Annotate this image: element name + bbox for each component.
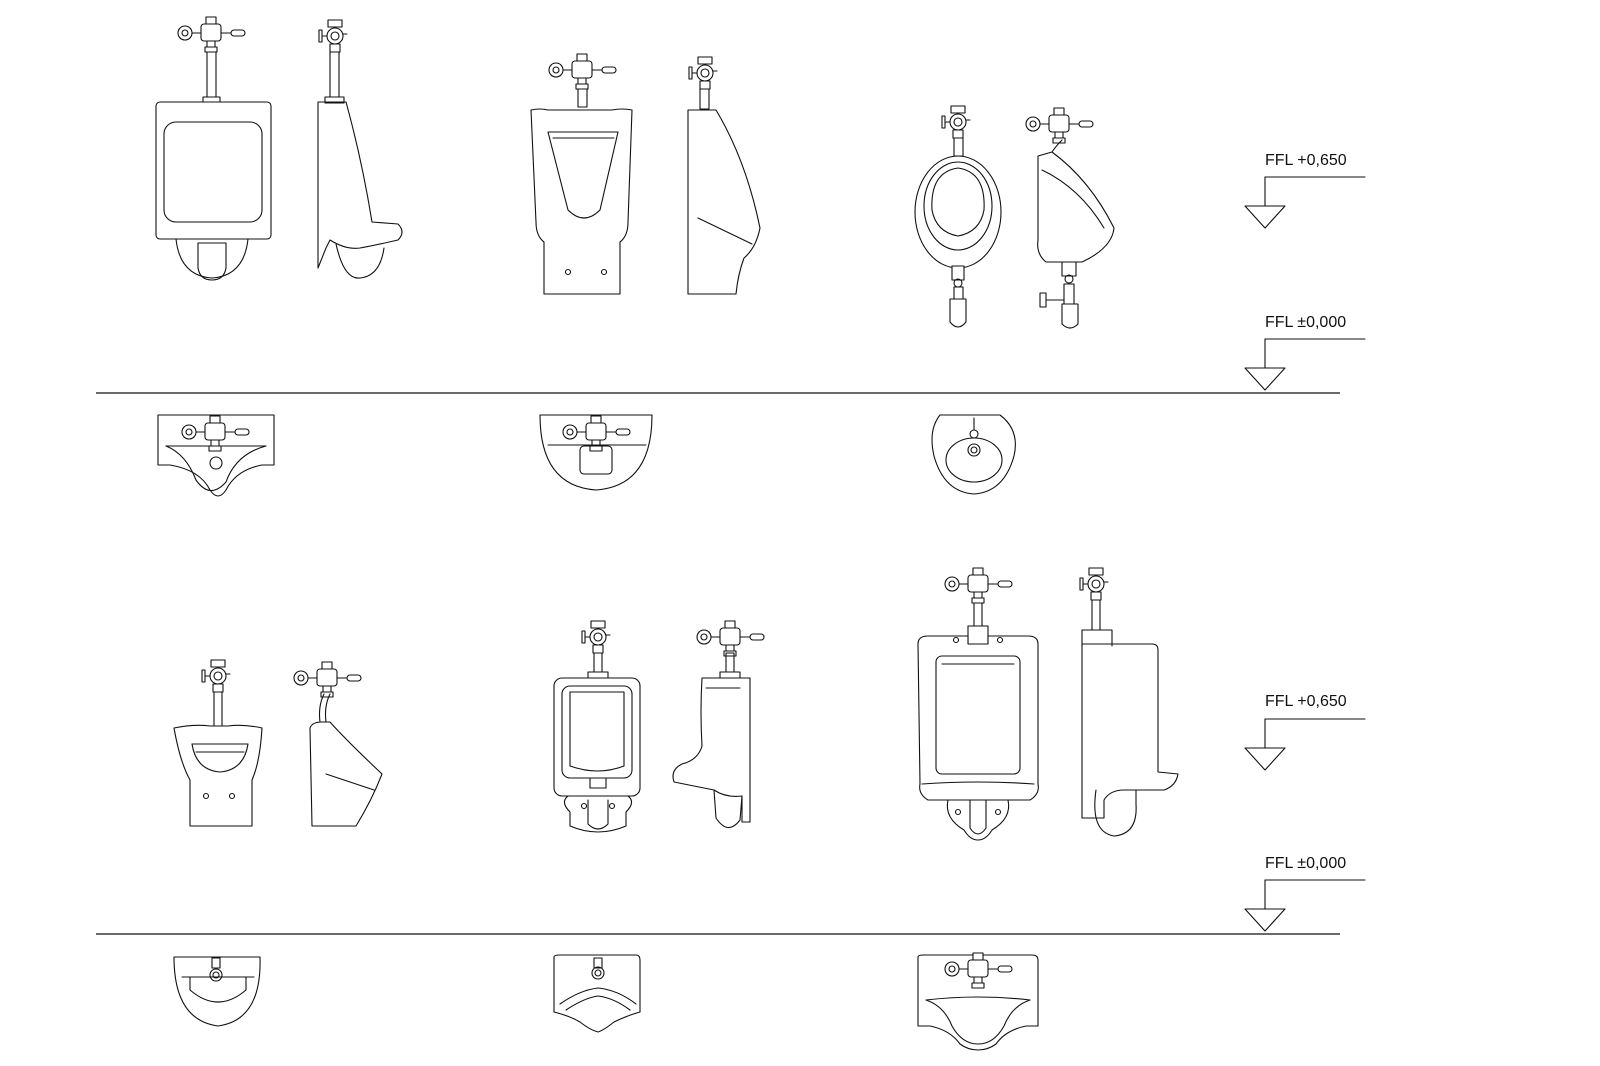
urinal-6-plan-view <box>917 952 1039 1051</box>
urinal-3-plan-view <box>931 414 1016 495</box>
level-marker-upper-top: FFL +0,650 <box>1244 152 1366 229</box>
urinal-4-side-elevation <box>293 661 383 827</box>
level-marker-lower-top: FFL +0,650 <box>1244 693 1366 771</box>
urinal-2-side-elevation <box>687 56 761 295</box>
level-label-lower-top: FFL +0,650 <box>1265 693 1347 710</box>
urinal-1-plan-view <box>157 414 275 497</box>
urinal-2-plan-view <box>539 414 653 491</box>
urinal-2-front-elevation <box>530 53 633 295</box>
urinal-6-front-elevation <box>917 567 1039 841</box>
urinal-1-front-elevation <box>155 16 272 281</box>
urinal-4-plan-view <box>173 956 261 1027</box>
urinal-3-front-elevation <box>914 105 1002 328</box>
urinal-5-plan-view <box>553 954 641 1033</box>
urinal-6-side-elevation <box>1079 567 1179 837</box>
level-marker-lower-floor: FFL ±0,000 <box>1244 855 1366 932</box>
urinal-5-front-elevation <box>553 620 641 833</box>
level-label-lower-floor: FFL ±0,000 <box>1265 855 1346 872</box>
urinal-1-side-elevation <box>317 19 403 279</box>
level-label-upper-top: FFL +0,650 <box>1265 152 1347 169</box>
level-label-upper-floor: FFL ±0,000 <box>1265 314 1346 331</box>
level-marker-upper-floor: FFL ±0,000 <box>1244 314 1366 391</box>
urinal-3-side-elevation <box>1025 107 1115 329</box>
urinal-4-front-elevation <box>173 659 263 827</box>
urinal-5-side-elevation <box>672 620 765 829</box>
